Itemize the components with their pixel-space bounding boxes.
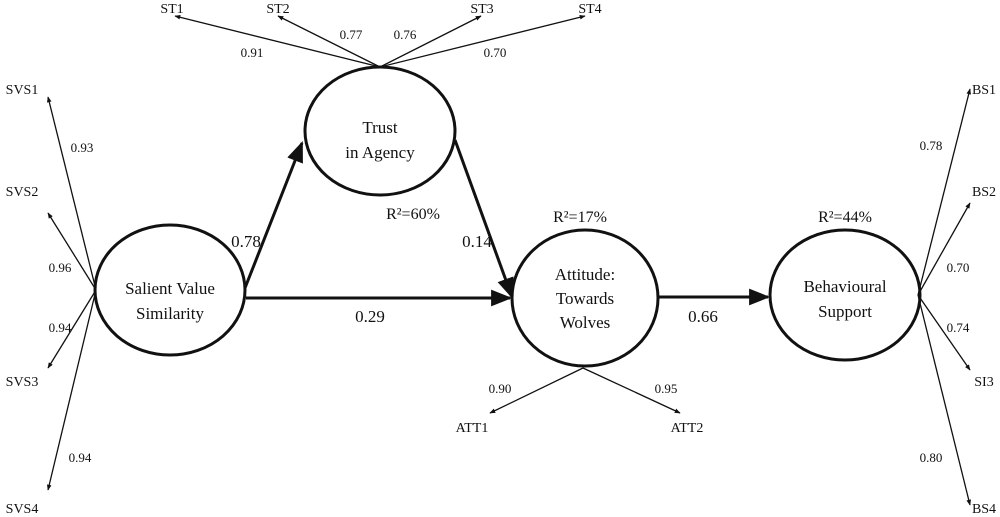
construct-label-bs: Behavioural [803,277,886,296]
indicator-label: ST2 [266,2,289,17]
construct-label-svs: Salient Value [125,279,215,298]
indicator-arrow [46,289,97,491]
indicator-arrow [917,88,971,296]
indicator-label: SI3 [974,375,993,390]
indicator-label: SVS2 [6,185,39,200]
indicator-arrow [47,212,97,291]
indicator-label: BS1 [972,83,996,98]
construct-label-att: Towards [556,289,614,308]
construct-label-svs: Similarity [136,304,205,323]
indicator-loading: 0.94 [69,450,92,465]
construct-label-trust: in Agency [345,143,415,162]
construct-svs [93,223,247,357]
indicator-label: ST3 [470,2,493,17]
indicator-loading: 0.93 [71,140,94,155]
indicator-loading: 0.76 [394,27,417,42]
r-squared-bs: R²=44% [818,209,872,226]
construct-label-bs: Support [818,302,872,321]
indicator-arrow [582,367,681,414]
indicator-loading: 0.74 [947,320,970,335]
indicator-loading: 0.70 [484,45,507,60]
indicator-label: ATT1 [456,421,489,436]
indicator-loading: 0.80 [920,450,943,465]
path-arrow-svs-trust [243,141,304,289]
indicator-arrow [917,294,971,371]
r-squared-att: R²=17% [553,209,607,226]
construct-bs [768,228,922,362]
indicator-arrow [379,15,586,68]
path-coefficient: 0.66 [688,307,718,326]
path-arrow-trust-att [453,139,514,299]
indicator-arrow [379,15,482,68]
indicator-loading: 0.78 [920,138,943,153]
path-coefficient: 0.14 [462,232,492,251]
construct-label-trust: Trust [362,118,398,137]
indicator-arrow [277,15,381,68]
r-squared-trust: R²=60% [386,206,440,223]
construct-att [510,228,660,368]
indicator-arrow [917,294,972,506]
indicator-loading: 0.94 [49,320,72,335]
construct-label-att: Wolves [560,313,611,332]
indicator-loading: 0.70 [947,260,970,275]
indicator-loading: 0.91 [241,45,264,60]
indicator-label: ST1 [160,2,183,17]
indicator-loading: 0.90 [489,381,512,396]
indicator-loading: 0.77 [340,27,363,42]
indicator-label: SVS1 [6,83,39,98]
path-coefficient: 0.78 [231,232,261,251]
indicator-label: ST4 [578,2,601,17]
indicator-label: BS4 [972,502,996,517]
indicator-arrow [917,202,971,296]
indicator-arrow [174,15,381,68]
indicator-arrow [46,96,97,291]
indicator-loading: 0.96 [49,260,72,275]
construct-trust [303,65,457,197]
indicator-arrow [489,367,584,414]
path-coefficient: 0.29 [355,307,385,326]
indicator-label: ATT2 [671,421,704,436]
indicator-label: BS2 [972,185,996,200]
construct-label-att: Attitude: [555,265,615,284]
indicator-label: SVS4 [6,502,39,517]
indicator-arrow [47,289,97,369]
indicator-label: SVS3 [6,375,39,390]
indicator-loading: 0.95 [655,381,678,396]
